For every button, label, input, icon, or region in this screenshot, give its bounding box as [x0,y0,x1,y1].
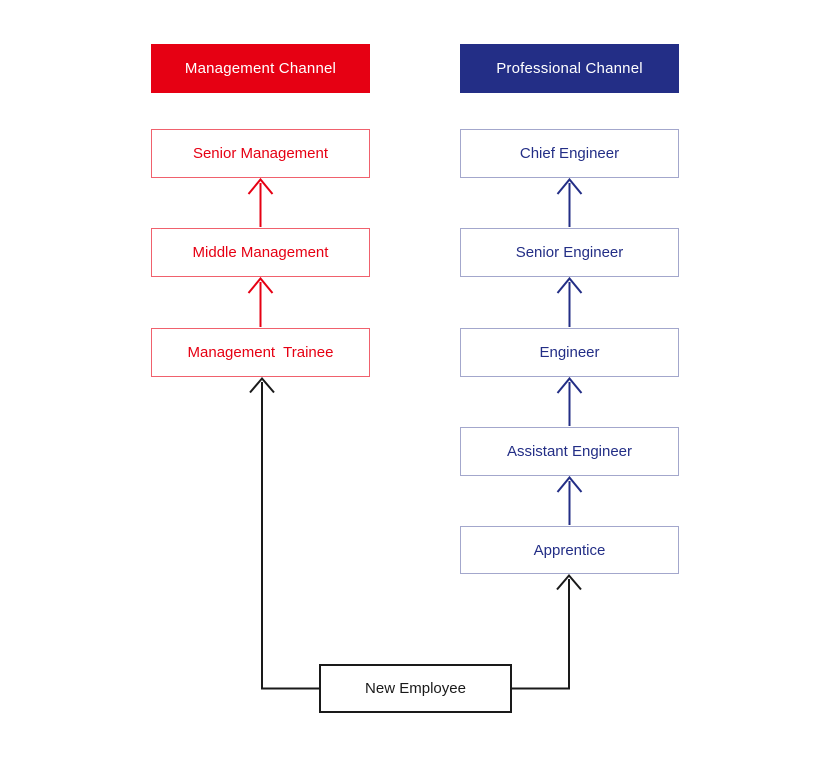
node-chief-engineer: Chief Engineer [460,129,679,178]
arrow-apprentice-to-assistant [556,475,583,525]
node-senior-engineer: Senior Engineer [460,228,679,277]
node-management-trainee-label: Management Trainee [187,344,334,361]
arrow-middle-to-senior-management [247,177,274,227]
node-chief-engineer-label: Chief Engineer [519,145,620,162]
node-engineer: Engineer [460,328,679,377]
node-management-trainee: Management Trainee [151,328,370,377]
node-apprentice-label: Apprentice [533,541,606,559]
professional-channel-header: Professional Channel [460,44,679,93]
node-engineer-label: Engineer [539,344,600,361]
node-new-employee-label: New Employee [365,680,466,697]
node-senior-management: Senior Management [151,129,370,178]
node-new-employee: New Employee [319,664,512,713]
management-channel-header-label: Management Channel [184,60,337,77]
management-channel-header: Management Channel [151,44,370,93]
node-apprentice: Apprentice [460,526,679,574]
connector-new-employee-to-apprentice [511,573,582,690]
node-senior-engineer-label: Senior Engineer [515,244,624,261]
node-middle-management-label: Middle Management [192,244,329,261]
connector-new-employee-to-management-trainee [249,376,320,690]
arrow-engineer-to-senior-engineer [556,276,583,327]
node-middle-management: Middle Management [151,228,370,277]
arrow-senior-to-chief-engineer [556,177,583,227]
node-assistant-engineer: Assistant Engineer [460,427,679,476]
arrow-trainee-to-middle-management [247,276,274,327]
professional-channel-header-label: Professional Channel [496,60,643,77]
arrow-assistant-to-engineer [556,376,583,426]
node-senior-management-label: Senior Management [192,145,329,162]
node-assistant-engineer-label: Assistant Engineer [506,443,633,460]
